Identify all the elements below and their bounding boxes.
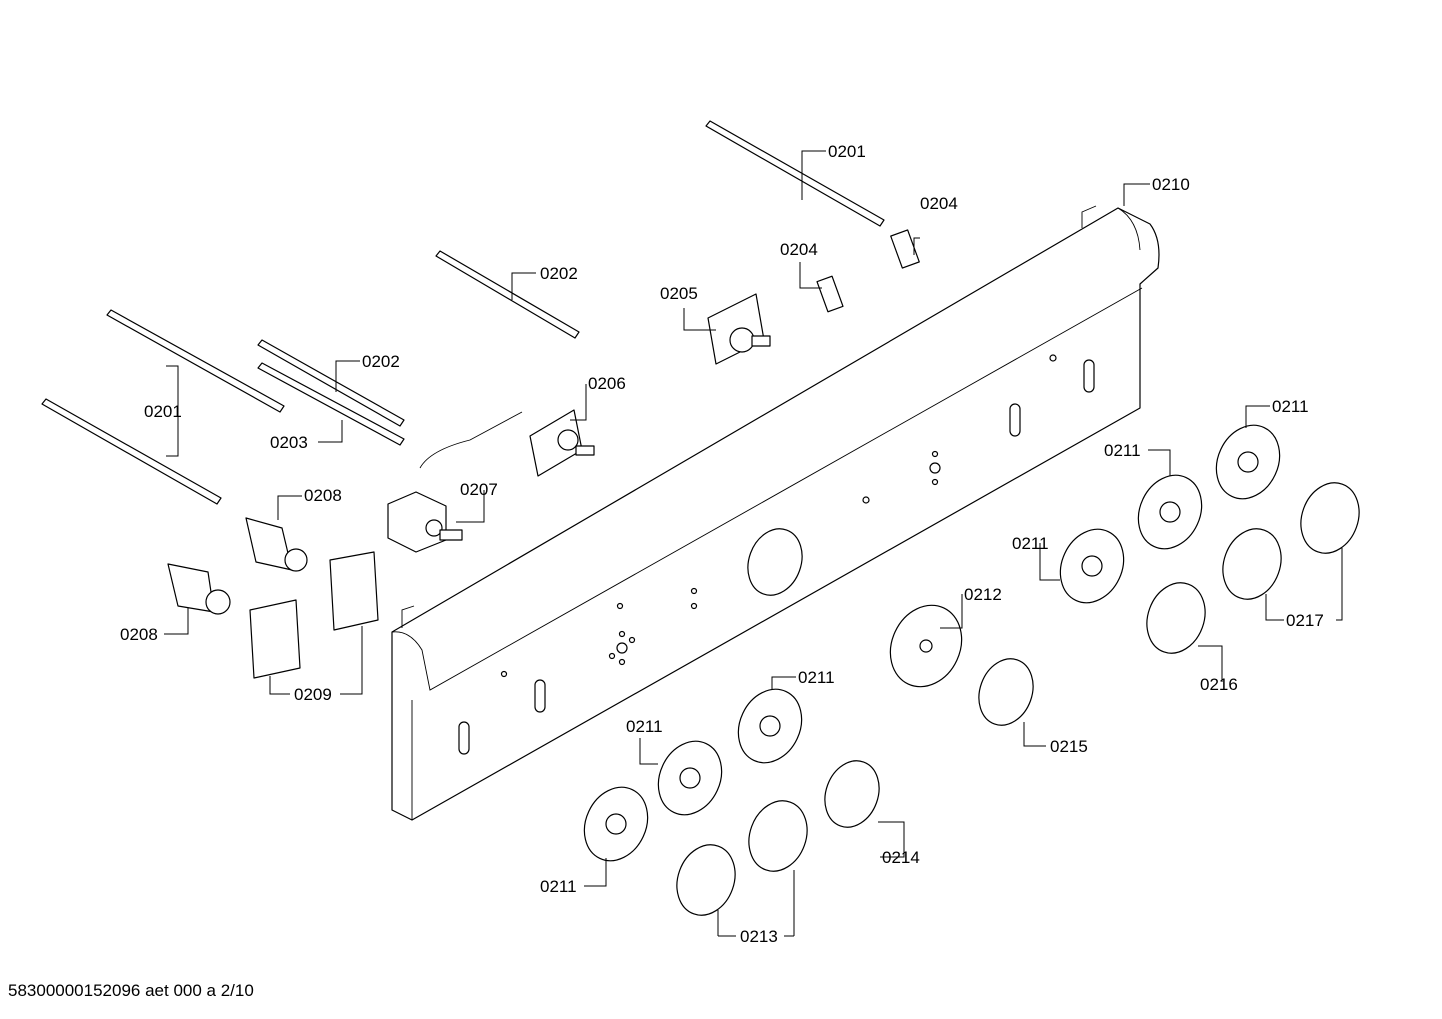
label-0213: 0213 [740, 927, 778, 946]
label-0216: 0216 [1200, 675, 1238, 694]
label-0208-b: 0208 [120, 625, 158, 644]
label-0211-d: 0211 [798, 668, 835, 687]
label-0214: 0214 [882, 848, 920, 867]
switch-0206 [529, 409, 595, 477]
label-0201-b: 0201 [144, 402, 182, 421]
thermostat-0207 [387, 411, 523, 553]
knob-0212-disc [889, 604, 963, 688]
label-0205: 0205 [660, 284, 698, 303]
label-0209: 0209 [294, 685, 332, 704]
selector-switch-0205 [707, 293, 771, 365]
label-0212: 0212 [964, 585, 1002, 604]
energy-regulators-0209 [249, 551, 379, 679]
label-0211-f: 0211 [540, 877, 577, 896]
label-0207: 0207 [460, 480, 498, 499]
label-0211-c: 0211 [1012, 534, 1049, 553]
label-0204-b: 0204 [780, 240, 818, 259]
knobs [676, 482, 1360, 916]
leader-lines [164, 150, 1343, 937]
label-0215: 0215 [1050, 737, 1088, 756]
label-0211-b: 0211 [1104, 441, 1141, 460]
label-0201-a: 0201 [828, 142, 866, 161]
label-0211-a: 0211 [1272, 397, 1309, 416]
capillary-rods [41, 120, 885, 505]
label-0210: 0210 [1152, 175, 1190, 194]
label-0217: 0217 [1286, 611, 1324, 630]
control-panel [391, 205, 1160, 821]
label-0206: 0206 [588, 374, 626, 393]
label-0203: 0203 [270, 433, 308, 452]
label-0202-b: 0202 [362, 352, 400, 371]
part-labels: 0201 0201 0202 0202 0203 0204 0204 0205 … [120, 142, 1324, 946]
valves-0208 [167, 517, 308, 615]
switches [816, 229, 920, 313]
label-0208-a: 0208 [304, 486, 342, 505]
document-reference: 58300000152096 aet 000 a 2/10 [8, 981, 254, 1000]
label-0202-a: 0202 [540, 264, 578, 283]
label-0211-e: 0211 [626, 717, 663, 736]
knob-rings [583, 424, 1281, 862]
label-0204-a: 0204 [920, 194, 958, 213]
